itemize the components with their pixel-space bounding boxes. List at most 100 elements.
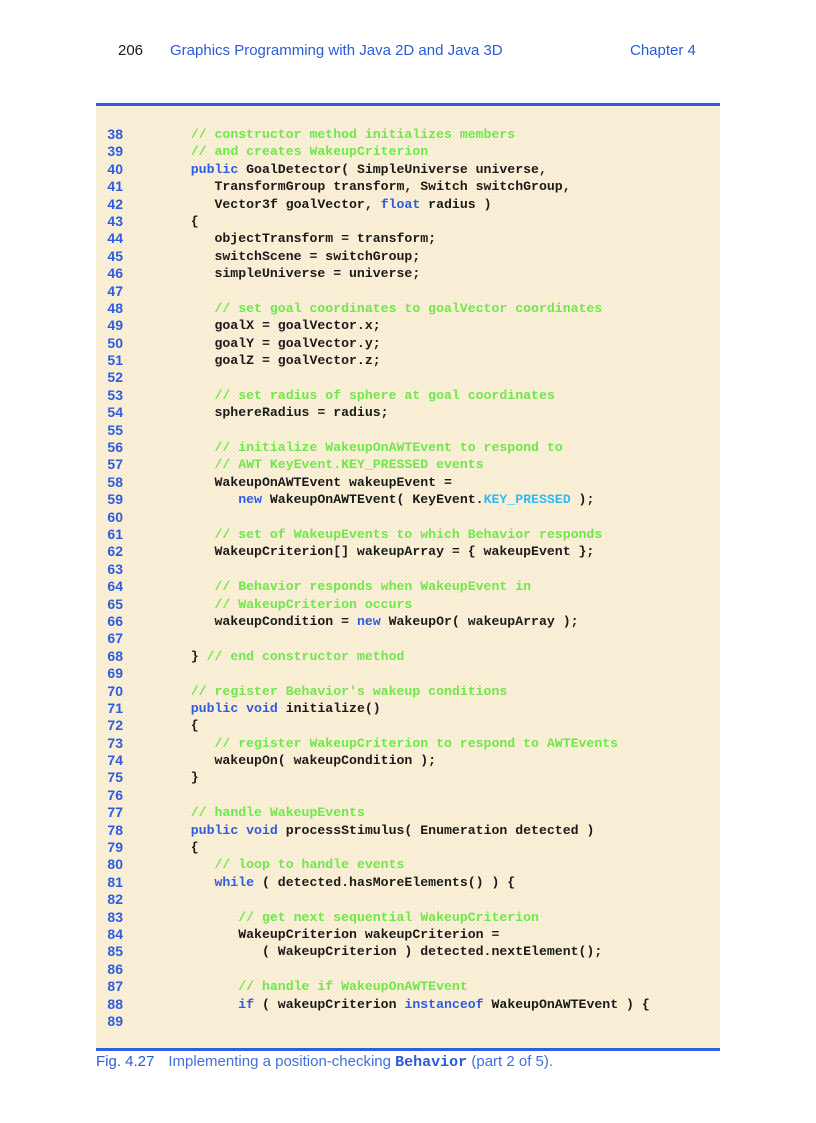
code-token-plain	[167, 997, 238, 1012]
line-number: 68	[107, 647, 123, 664]
code-text: // WakeupCriterion occurs	[167, 596, 412, 613]
line-number: 38	[107, 126, 123, 142]
code-token-plain: wakeupCondition =	[167, 613, 357, 629]
code-line: 57 // AWT KeyEvent.KEY_PRESSED events	[96, 456, 720, 473]
code-token-comment: // set radius of sphere at goal coordina…	[214, 387, 555, 403]
code-token-comment: // AWT KeyEvent.KEY_PRESSED events	[214, 457, 484, 473]
code-token-plain	[167, 388, 214, 403]
code-token-plain: switchScene = switchGroup;	[167, 248, 421, 264]
code-text: wakeupCondition = new WakeupOr( wakeupAr…	[167, 613, 579, 630]
code-token-plain	[167, 979, 238, 994]
code-token-comment: // handle WakeupEvents	[190, 805, 365, 821]
code-text: goalX = goalVector.x;	[167, 317, 380, 334]
line-number: 72	[107, 717, 123, 734]
line-number: 48	[107, 299, 123, 316]
line-number: 57	[107, 456, 123, 473]
code-token-comment: // register WakeupCriterion to respond t…	[214, 735, 619, 751]
line-number: 84	[107, 925, 123, 942]
code-line: 46 simpleUniverse = universe;	[96, 265, 720, 282]
code-text: {	[167, 717, 199, 734]
code-line: 55	[96, 422, 720, 439]
code-token-plain: {	[167, 840, 199, 856]
code-text: WakeupOnAWTEvent wakeupEvent =	[167, 474, 451, 491]
code-token-plain	[167, 910, 238, 925]
line-number: 41	[107, 178, 123, 195]
code-text: {	[167, 213, 199, 230]
code-text: ( WakeupCriterion ) detected.nextElement…	[167, 943, 602, 960]
line-number: 66	[107, 612, 123, 629]
code-token-comment: // WakeupCriterion occurs	[214, 596, 413, 612]
code-line: 78 public void processStimulus( Enumerat…	[96, 822, 720, 839]
code-token-plain	[167, 527, 214, 542]
code-text: // set radius of sphere at goal coordina…	[167, 387, 555, 404]
line-number: 64	[107, 578, 123, 595]
line-number: 85	[107, 943, 123, 960]
code-line: 39 // and creates WakeupCriterion	[96, 143, 720, 160]
line-number: 69	[107, 665, 123, 682]
code-text: WakeupCriterion wakeupCriterion =	[167, 926, 499, 943]
line-number: 77	[107, 804, 123, 821]
code-token-constant: KEY_PRESSED	[483, 492, 571, 508]
code-token-comment: // constructor method initializes member…	[190, 127, 516, 142]
code-token-plain: {	[167, 213, 199, 229]
code-token-keyword: public	[190, 161, 239, 177]
code-line: 56 // initialize WakeupOnAWTEvent to res…	[96, 439, 720, 456]
code-text: // handle WakeupEvents	[167, 804, 365, 821]
chapter-label: Chapter 4	[630, 42, 696, 59]
code-text: // Behavior responds when WakeupEvent in	[167, 578, 531, 595]
code-text: new WakeupOnAWTEvent( KeyEvent.KEY_PRESS…	[167, 491, 594, 508]
code-text: // constructor method initializes member…	[167, 126, 515, 143]
line-number: 79	[107, 839, 123, 856]
code-text: // set goal coordinates to goalVector co…	[167, 300, 602, 317]
code-token-plain: }	[167, 770, 199, 786]
code-line: 84 WakeupCriterion wakeupCriterion =	[96, 926, 720, 943]
line-number: 54	[107, 404, 123, 421]
code-text: // get next sequential WakeupCriterion	[167, 909, 539, 926]
code-line: 64 // Behavior responds when WakeupEvent…	[96, 578, 720, 595]
code-line: 51 goalZ = goalVector.z;	[96, 352, 720, 369]
code-token-comment: // handle if WakeupOnAWTEvent	[238, 979, 468, 995]
line-number: 63	[107, 560, 123, 577]
code-token-keyword: while	[214, 874, 255, 890]
code-lines: 38 // constructor method initializes mem…	[96, 126, 720, 1030]
code-text: // loop to handle events	[167, 856, 404, 873]
code-token-plain	[167, 579, 214, 594]
line-number: 46	[107, 265, 123, 282]
code-line: 42 Vector3f goalVector, float radius )	[96, 196, 720, 213]
line-number: 52	[107, 369, 123, 386]
line-number: 78	[107, 821, 123, 838]
code-line: 72 {	[96, 717, 720, 734]
line-number: 59	[107, 491, 123, 508]
code-line: 49 goalX = goalVector.x;	[96, 317, 720, 334]
code-token-keyword: new	[356, 613, 381, 629]
code-token-plain: initialize()	[277, 700, 381, 716]
code-text: objectTransform = transform;	[167, 230, 436, 247]
code-token-plain: Vector3f goalVector,	[167, 196, 381, 212]
line-number: 50	[107, 334, 123, 351]
code-text: if ( wakeupCriterion instanceof WakeupOn…	[167, 996, 650, 1013]
code-token-plain: ( detected.hasMoreElements() ) {	[254, 874, 516, 890]
code-token-plain	[167, 805, 191, 820]
line-number: 70	[107, 682, 123, 699]
code-text: WakeupCriterion[] wakeupArray = { wakeup…	[167, 543, 594, 560]
line-number: 47	[107, 282, 123, 299]
code-token-plain	[167, 857, 214, 872]
page-header: 206 Graphics Programming with Java 2D an…	[0, 42, 816, 62]
code-line: 80 // loop to handle events	[96, 856, 720, 873]
code-text: while ( detected.hasMoreElements() ) {	[167, 874, 515, 891]
code-line: 60	[96, 509, 720, 526]
code-token-plain: TransformGroup transform, Switch switchG…	[167, 179, 571, 195]
code-token-plain	[167, 457, 214, 472]
code-text: TransformGroup transform, Switch switchG…	[167, 178, 571, 195]
code-token-plain: WakeupOr( wakeupArray );	[380, 613, 579, 629]
code-text: } // end constructor method	[167, 648, 405, 665]
code-line: 83 // get next sequential WakeupCriterio…	[96, 909, 720, 926]
page-number: 206	[118, 42, 144, 59]
code-token-plain: simpleUniverse = universe;	[167, 266, 421, 282]
line-number: 67	[107, 630, 123, 647]
code-token-plain: WakeupOnAWTEvent ) {	[483, 996, 650, 1012]
code-token-plain	[167, 736, 214, 751]
code-text: public void initialize()	[167, 700, 381, 717]
line-number: 43	[107, 212, 123, 229]
code-token-plain: goalZ = goalVector.z;	[167, 353, 381, 369]
